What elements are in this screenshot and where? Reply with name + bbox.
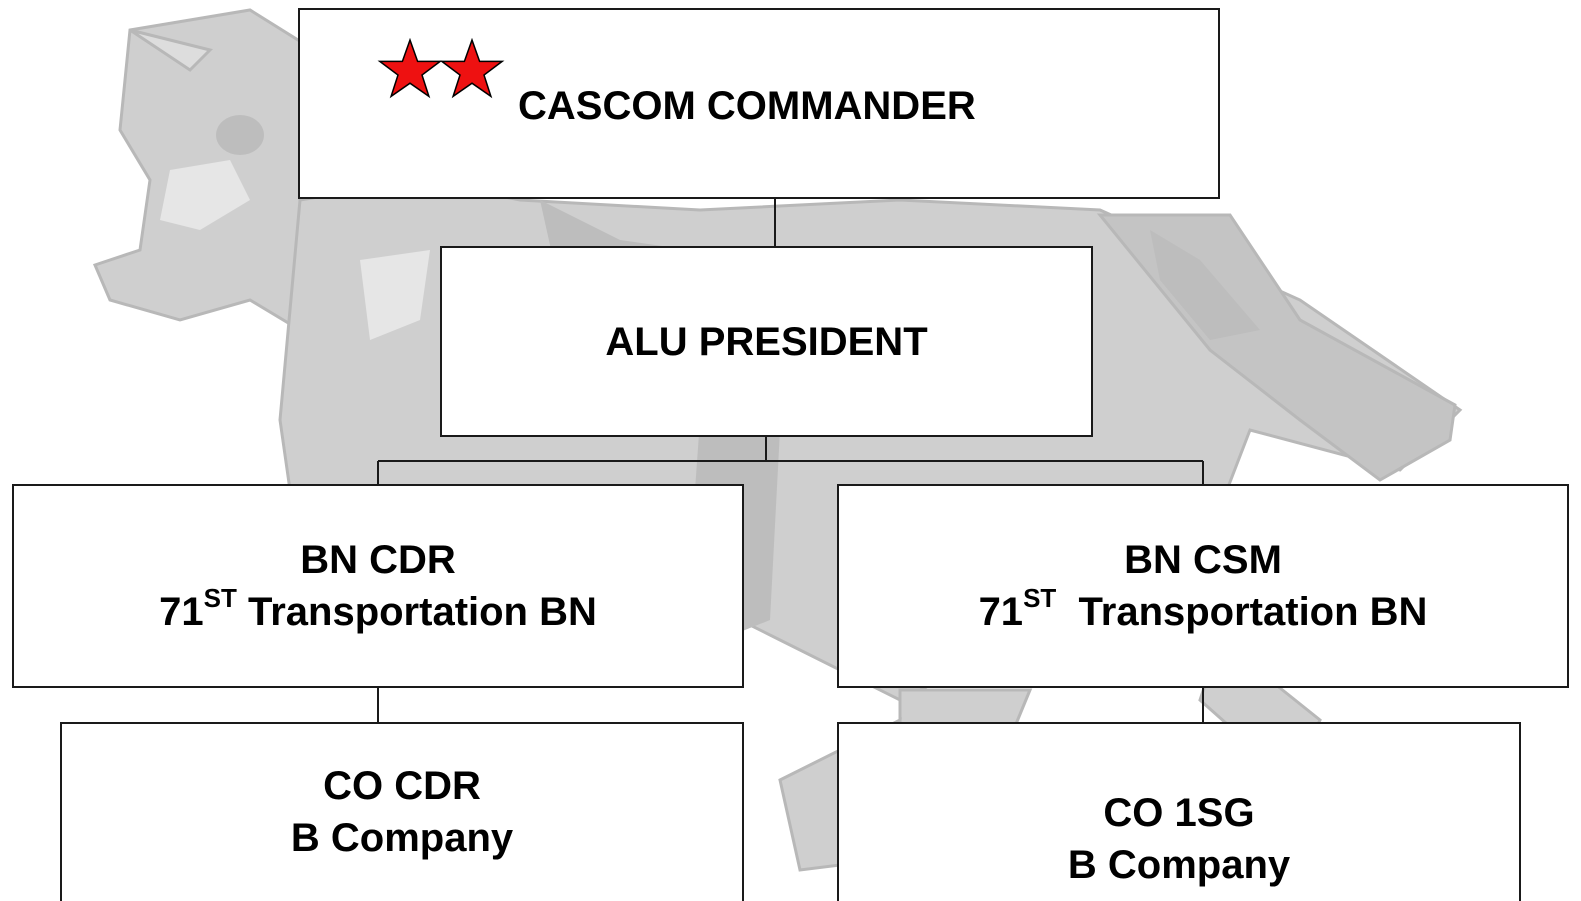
co-cdr-company: B Company — [290, 816, 514, 860]
co-cdr-box: CO CDR B Company — [60, 722, 744, 901]
bn-csm-unit-number: 71 — [978, 590, 1024, 634]
star-icon — [377, 38, 443, 99]
bn-cdr-unit-number: 71 — [159, 590, 204, 634]
cascom-commander-title: CASCOM COMMANDER — [518, 84, 976, 128]
bn-cdr-unit-name: Transportation BN — [247, 590, 597, 634]
bn-csm-box: BN CSM 71ST Transportation BN — [837, 484, 1569, 688]
bn-cdr-title: BN CDR — [300, 538, 456, 582]
bn-csm-unit-suffix: ST — [1023, 582, 1057, 613]
cascom-commander-box: CASCOM COMMANDER — [298, 8, 1220, 199]
star-icon — [439, 38, 505, 99]
co-1sg-title: CO 1SG — [1103, 791, 1255, 835]
co-1sg-company: B Company — [1067, 843, 1291, 887]
bn-cdr-unit: 71ST Transportation BN — [159, 582, 597, 638]
bn-csm-unit: 71ST Transportation BN — [978, 582, 1428, 638]
bn-csm-title: BN CSM — [1124, 538, 1282, 582]
bn-cdr-unit-suffix: ST — [203, 582, 237, 613]
bn-cdr-box: BN CDR 71ST Transportation BN — [12, 484, 744, 688]
co-1sg-box: CO 1SG B Company — [837, 722, 1521, 901]
bn-csm-unit-name: Transportation BN — [1078, 590, 1428, 634]
co-cdr-title: CO CDR — [323, 764, 481, 808]
alu-president-title: ALU PRESIDENT — [605, 319, 928, 364]
alu-president-box: ALU PRESIDENT — [440, 246, 1093, 437]
two-star-rank-icon — [377, 38, 505, 99]
